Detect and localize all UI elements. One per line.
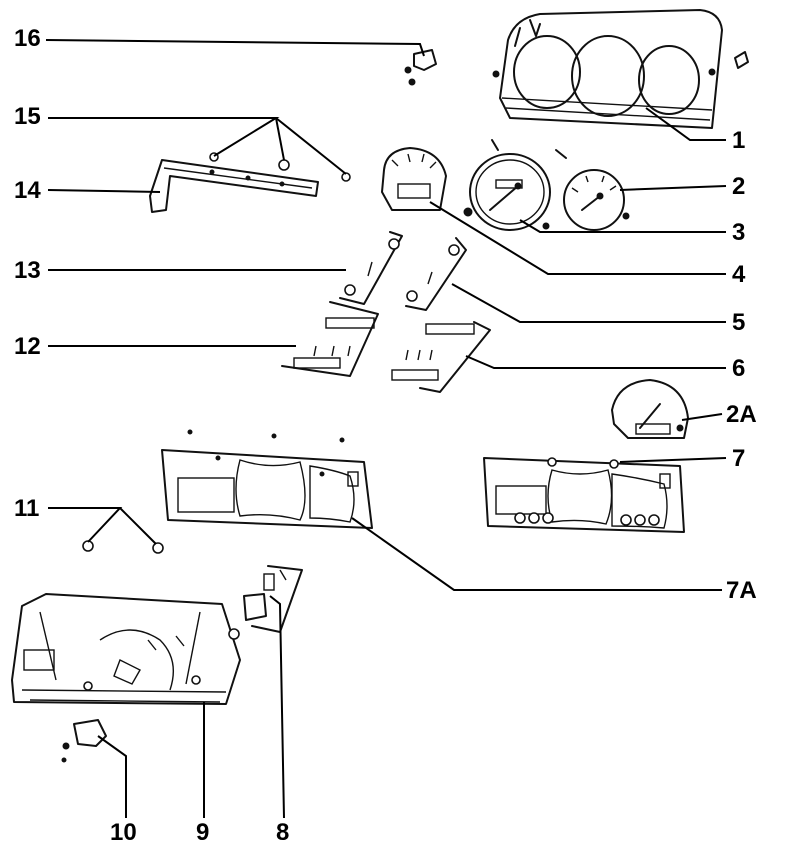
part-2-tachometer — [563, 169, 630, 231]
callout-16: 16 — [14, 25, 41, 52]
callout-6: 6 — [732, 355, 745, 382]
callout-5: 5 — [732, 309, 745, 336]
part-10-socket — [61, 719, 107, 763]
part-3-speedometer — [463, 139, 567, 231]
callout-9: 9 — [196, 819, 209, 846]
part-5-bulb-set — [405, 237, 467, 311]
callout-12: 12 — [14, 333, 41, 360]
part-9-rear-housing — [11, 593, 241, 705]
callout-2a: 2A — [726, 401, 757, 428]
part-7a-circuit-board — [161, 429, 373, 529]
callout-15: 15 — [14, 103, 41, 130]
part-16-bulb-holder — [404, 49, 437, 86]
callout-7: 7 — [732, 445, 745, 472]
part-8-connector — [243, 565, 303, 633]
part-11-nuts — [82, 540, 164, 554]
callout-2: 2 — [732, 173, 745, 200]
part-6-bulb-strip — [391, 321, 491, 393]
part-1-cluster-housing — [492, 9, 749, 129]
callout-13: 13 — [14, 257, 41, 284]
part-13-bulb-set — [339, 231, 403, 305]
part-2a-gauge — [611, 379, 689, 439]
part-4-small-gauge — [381, 147, 447, 211]
callout-7a: 7A — [726, 577, 757, 604]
callout-11: 11 — [14, 495, 39, 522]
callout-3: 3 — [732, 219, 745, 246]
part-14-bracket — [149, 159, 319, 213]
callout-8: 8 — [276, 819, 289, 846]
callout-4: 4 — [732, 261, 746, 288]
callout-10: 10 — [110, 819, 137, 846]
callout-labels: 16 15 14 13 12 11 1 2 3 4 5 6 2A 7 7A 10… — [14, 25, 757, 846]
part-7-circuit-board — [483, 457, 685, 533]
callout-1: 1 — [732, 127, 745, 154]
callout-14: 14 — [14, 177, 41, 204]
leader-lines — [45, 39, 727, 819]
part-12-bulb-strip — [281, 301, 379, 377]
